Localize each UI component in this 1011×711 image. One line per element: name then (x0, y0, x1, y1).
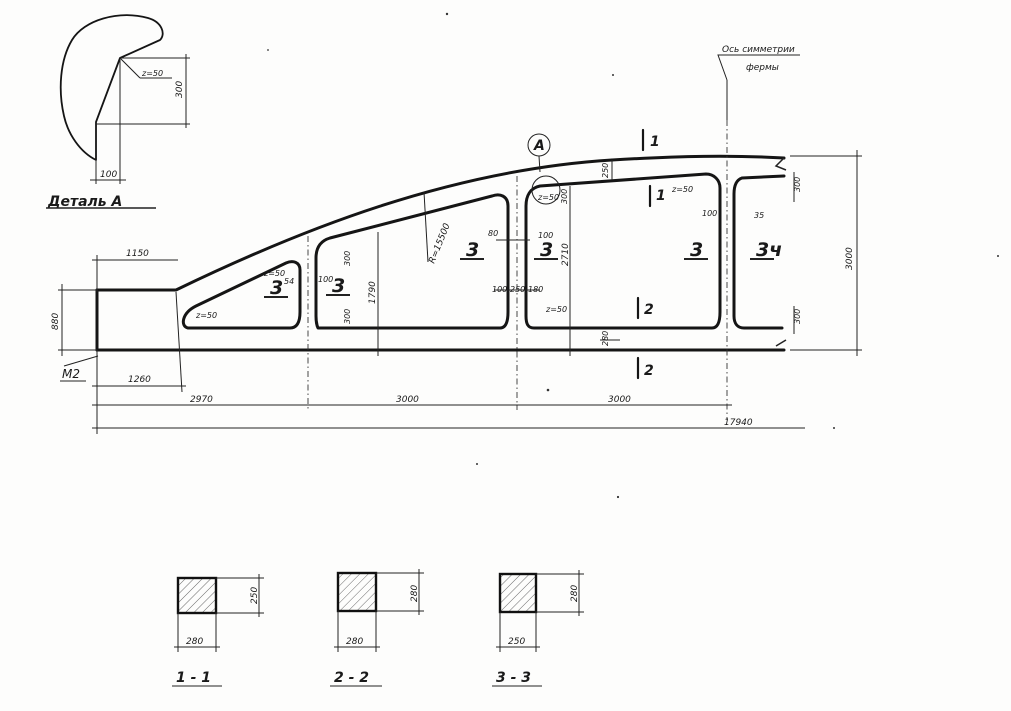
z50-label-5: z=50 (671, 185, 693, 194)
z50-label-4: z=50 (545, 305, 567, 314)
section-3-label: 3 - 3 (496, 670, 531, 686)
section-3-height: 280 (570, 585, 580, 602)
panel-1-label: 3 (270, 277, 283, 299)
panel-5-label: 3 (690, 239, 703, 261)
panel-labels: 3 3 3 3 3 3ч (264, 239, 782, 299)
detail-a-height: 300 (175, 81, 185, 98)
dim-280: 280 (601, 331, 610, 346)
dim-3000-b: 3000 (608, 395, 631, 405)
panel-openings (181, 172, 786, 330)
truss-outline (95, 154, 787, 352)
radius-leader (423, 191, 429, 263)
z50-label-2: z=50 (263, 269, 285, 278)
panel-4-label: 3 (540, 239, 553, 261)
section-1-1: 280 250 1 - 1 (172, 574, 264, 687)
dim-2970: 2970 (190, 395, 213, 405)
section-3-3: 250 280 3 - 3 (492, 570, 584, 687)
symmetry-axis-label: Ось симметрии (722, 45, 795, 55)
dim-1790: 1790 (368, 281, 378, 304)
z50-label-3: z=50 (537, 193, 559, 202)
callout-a-label: А (533, 138, 545, 154)
section-2-height: 280 (410, 585, 420, 602)
dimension-lines (58, 150, 862, 434)
detail-a-width: 100 (100, 170, 117, 180)
panel-2-label: 3 (332, 275, 345, 297)
dim-300-a: 300 (343, 251, 352, 266)
section-3-width: 250 (508, 637, 525, 647)
z50-label-1: z=50 (195, 311, 217, 320)
dim-35: 35 (754, 211, 764, 220)
dim-100-a: 100 (318, 275, 333, 284)
dim-300-e: 300 (793, 309, 802, 324)
dim-17940: 17940 (724, 418, 753, 428)
detail-a-radius: z=50 (141, 69, 163, 78)
section-2-width: 280 (346, 637, 363, 647)
dim-300-b: 300 (343, 309, 352, 324)
dim-880: 880 (51, 313, 61, 330)
dim-250-b: 250 (601, 163, 610, 178)
section-mark-1-bottom: 1 (656, 188, 666, 204)
section-mark-2-top: 2 (644, 302, 654, 318)
symmetry-axis-label-2: фермы (746, 63, 779, 73)
dim-54: 54 (284, 277, 294, 286)
axis-lines (175, 54, 800, 420)
section-1-height: 250 (250, 587, 260, 604)
detail-a-title: Деталь А (47, 194, 122, 210)
section-mark-2-bottom: 2 (644, 363, 654, 379)
dim-100-b: 100 (538, 231, 553, 240)
panel-3-label: 3 (466, 239, 479, 261)
dim-1150: 1150 (126, 249, 149, 259)
detail-a: z=50 300 100 Деталь А (46, 14, 190, 210)
dim-100-d: 100 (702, 209, 717, 218)
section-1-label: 1 - 1 (176, 670, 211, 686)
dim-300-d: 300 (793, 177, 802, 192)
dimension-texts: 1150 880 M2 1260 2970 3000 3000 17940 30… (51, 163, 855, 428)
dim-3000-height: 3000 (845, 247, 855, 270)
dim-250: 250 (510, 285, 525, 294)
section-cut-marks: 1 1 2 2 (636, 128, 666, 380)
section-2-label: 2 - 2 (334, 670, 369, 686)
label-m2: M2 (62, 367, 80, 381)
panel-6-label: 3ч (756, 239, 782, 261)
callout-a-leader (538, 155, 541, 173)
callout-a-zone (531, 175, 561, 205)
scan-specks (267, 12, 999, 499)
section-2-2: 280 280 2 - 2 (330, 569, 424, 687)
section-mark-1-top: 1 (650, 134, 660, 150)
dim-1260: 1260 (128, 375, 151, 385)
dim-180: 180 (528, 285, 543, 294)
dim-300-c: 300 (560, 189, 569, 204)
dim-80: 80 (488, 229, 498, 238)
dim-2710: 2710 (561, 243, 571, 266)
dim-3000-a: 3000 (396, 395, 419, 405)
section-1-width: 280 (186, 637, 203, 647)
radius-label: R=15500 (428, 222, 453, 265)
dim-100-c: 100 (492, 285, 507, 294)
